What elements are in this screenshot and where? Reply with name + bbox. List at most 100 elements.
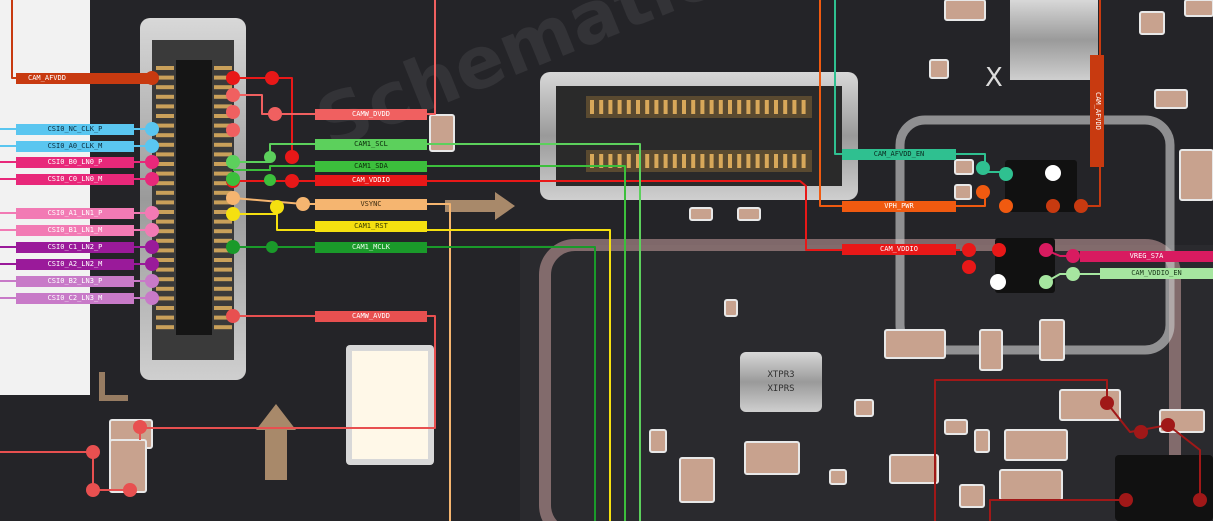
dot-cam-vddio bbox=[265, 71, 279, 85]
connector-pin bbox=[608, 154, 613, 168]
dot-camw-avdd bbox=[226, 309, 240, 323]
dot-cam-vddio bbox=[992, 243, 1006, 257]
dot-dark-red bbox=[1119, 493, 1133, 507]
passive-component bbox=[959, 484, 985, 508]
connector-pin bbox=[214, 75, 232, 80]
connector-pin bbox=[682, 100, 686, 114]
passive-component bbox=[744, 441, 800, 475]
dot-vsync bbox=[296, 197, 310, 211]
dot-cam-vddio bbox=[962, 260, 976, 274]
led-lens bbox=[352, 351, 428, 459]
passive-component bbox=[999, 469, 1063, 501]
dot-cam-vddio-en bbox=[1039, 275, 1053, 289]
connector-pin bbox=[654, 100, 659, 114]
trace-cam1-sda bbox=[233, 165, 626, 521]
connector-pin bbox=[700, 154, 705, 168]
label-bar-cam1-scl bbox=[315, 139, 427, 150]
connector-pin bbox=[156, 296, 174, 301]
passive-component bbox=[724, 299, 738, 317]
net-label-csi0-b2-ln3-p: CSI0_B2_LN3_P bbox=[47, 277, 103, 285]
connector-pin bbox=[663, 100, 668, 114]
connector-pin bbox=[156, 152, 174, 157]
connector-pin bbox=[156, 258, 174, 262]
connector-pin bbox=[590, 154, 594, 168]
dot-camw-avdd bbox=[123, 483, 137, 497]
passive-component bbox=[854, 399, 874, 417]
label-bar-cam1-sda bbox=[315, 161, 427, 172]
dot-vsync bbox=[226, 191, 240, 205]
connector-pin bbox=[156, 286, 174, 291]
connector-pin bbox=[156, 94, 174, 99]
connector-pin bbox=[214, 181, 232, 186]
connector-pin bbox=[214, 171, 232, 176]
connector-pin bbox=[636, 100, 640, 114]
label-bar-cam-afvdd-en bbox=[842, 149, 956, 160]
label-bar-csi bbox=[16, 242, 134, 253]
net-label-cam-vddio-right: CAM_VDDIO bbox=[880, 245, 918, 253]
passive-component bbox=[649, 429, 667, 453]
connector-pin bbox=[214, 114, 232, 118]
net-label-csi0-c1-ln2-p: CSI0_C1_LN2_P bbox=[47, 243, 103, 251]
trace-cam-vddio bbox=[233, 77, 293, 157]
label-bar-cam-vddio bbox=[315, 175, 427, 186]
passive-component bbox=[1004, 429, 1068, 461]
connector-pin bbox=[755, 154, 760, 168]
dot-camw-dvdd bbox=[268, 107, 282, 121]
passive-component bbox=[889, 454, 939, 484]
shield-frame-right bbox=[895, 115, 1175, 355]
label-bar-csi bbox=[16, 225, 134, 236]
connector-pin bbox=[156, 104, 174, 109]
dot-camw-dvdd bbox=[226, 88, 240, 102]
connector-pin bbox=[214, 94, 232, 99]
net-label-csi0-a0-clk-m: CSI0_A0_CLK_M bbox=[47, 142, 103, 150]
passive-component bbox=[679, 457, 715, 503]
connector-pin bbox=[599, 154, 604, 168]
dot-cam1-rst bbox=[270, 200, 284, 214]
dot-cam1-rst bbox=[226, 207, 240, 221]
dot-csi bbox=[145, 257, 159, 271]
net-label-camw-dvdd: CAMW_DVDD bbox=[352, 110, 390, 118]
crystal-mark-bottom: XIPRS bbox=[767, 384, 794, 394]
passive-component bbox=[1139, 11, 1165, 35]
connector-pin bbox=[654, 154, 659, 168]
connector-pin bbox=[737, 100, 742, 114]
connector-pin bbox=[156, 277, 174, 282]
dot-cam1-sda bbox=[226, 172, 240, 186]
connector-pin bbox=[626, 154, 631, 168]
passive-component bbox=[1179, 149, 1213, 201]
dot-camw-dvdd bbox=[226, 105, 240, 119]
connector-pin bbox=[645, 154, 650, 168]
trace-camw-avdd-ext bbox=[0, 451, 130, 491]
label-bar-csi bbox=[16, 174, 134, 185]
passive-component bbox=[737, 207, 761, 221]
connector-pin bbox=[214, 123, 232, 128]
dot-dark-red bbox=[1100, 396, 1114, 410]
dot-cam-afvdd bbox=[1046, 199, 1060, 213]
connector-pin bbox=[709, 100, 714, 114]
net-label-csi0-a2-ln2-m: CSI0_A2_LN2_M bbox=[47, 260, 103, 268]
connector-pin bbox=[801, 154, 806, 168]
connector-pin bbox=[156, 200, 174, 205]
net-label-csi0-c0-ln0-m: CSI0_C0_LN0_M bbox=[47, 175, 103, 183]
connector-pin bbox=[156, 162, 174, 166]
connector-pin bbox=[214, 190, 232, 195]
label-bar-vreg-s7a bbox=[1080, 251, 1213, 262]
dot-dark-red bbox=[1134, 425, 1148, 439]
connector-pin bbox=[672, 100, 677, 114]
net-test-points bbox=[86, 71, 1207, 507]
dot-dark-red bbox=[1193, 493, 1207, 507]
dot-camw-avdd bbox=[133, 420, 147, 434]
dot-cam-afvdd-en bbox=[976, 161, 990, 175]
connector-pin bbox=[691, 154, 696, 168]
connector-pin bbox=[746, 100, 751, 114]
connector-pin bbox=[156, 267, 174, 272]
net-label-csi0-b1-ln1-m: CSI0_B1_LN1_M bbox=[47, 226, 103, 234]
connector-pin bbox=[156, 219, 174, 224]
net-label-vreg-s7a: VREG_S7A bbox=[1129, 252, 1164, 260]
label-bar-csi bbox=[16, 124, 134, 135]
connector-pin bbox=[214, 162, 232, 166]
net-label-cam-vddio: CAM_VDDIO bbox=[352, 176, 390, 184]
trace-camw-dvdd bbox=[233, 0, 436, 115]
net-label-cam1-mclk: CAM1_MCLK bbox=[352, 243, 390, 251]
ic-afvdd-regulator bbox=[1005, 160, 1077, 212]
